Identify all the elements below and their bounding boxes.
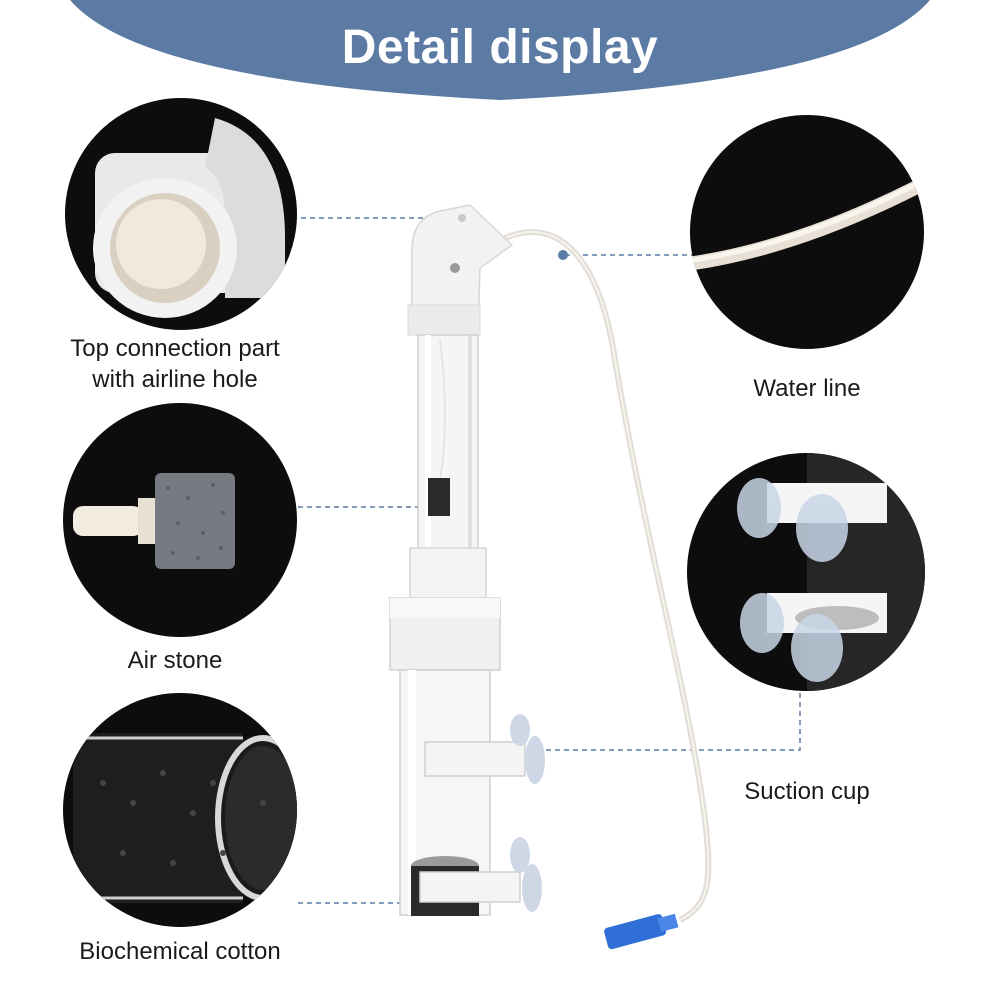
water-line-tube — [503, 229, 712, 923]
air-stone-icon — [73, 473, 235, 569]
header-banner: Detail display — [0, 0, 1000, 100]
tubing-icon — [690, 175, 924, 271]
banner-shape — [70, 0, 930, 100]
water-line-callout — [690, 115, 924, 349]
top-connection-label-line1: Top connection part — [70, 335, 280, 362]
pvc-elbow-icon — [93, 118, 285, 318]
biochemical-cotton-label: Biochemical cotton — [79, 938, 281, 965]
water-line-label: Water line — [753, 375, 861, 402]
suction-cup-label: Suction cup — [744, 778, 870, 805]
sponge-tube-icon — [73, 733, 297, 903]
coupler — [389, 547, 501, 671]
top-connection-label-line2: with airline hole — [92, 366, 258, 393]
top-connection-label: Top connection part with airline hole — [30, 333, 320, 395]
upper-tube — [417, 334, 479, 551]
page-title: Detail display — [341, 21, 659, 74]
top-elbow — [407, 204, 514, 336]
air-stone-label: Air stone — [127, 647, 223, 674]
tube-connector — [604, 913, 679, 950]
upper-bracket — [424, 714, 545, 784]
top-connection-callout — [65, 98, 297, 330]
air-stone-callout — [63, 403, 297, 637]
biochemical-cotton-callout — [63, 693, 297, 927]
lower-bracket — [419, 837, 542, 912]
